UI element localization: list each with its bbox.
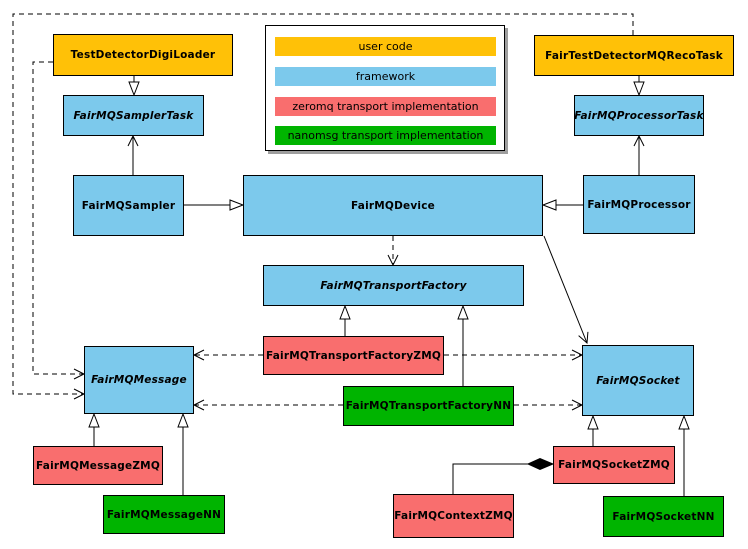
class-box-fairmqsocketnn: FairMQSocketNN bbox=[603, 496, 724, 537]
class-box-fairtestdetectormqrecotask: FairTestDetectorMQRecoTask bbox=[534, 35, 734, 76]
class-box-fairmqprocessor: FairMQProcessor bbox=[583, 175, 695, 234]
class-box-fairmqtransportfactoryzmq: FairMQTransportFactoryZMQ bbox=[263, 336, 444, 375]
class-box-fairmqsampler: FairMQSampler bbox=[73, 175, 184, 236]
class-box-fairmqcontextzmq: FairMQContextZMQ bbox=[393, 494, 514, 538]
class-box-fairmqmessagezmq: FairMQMessageZMQ bbox=[33, 446, 163, 485]
edge-recotask-message bbox=[12, 13, 634, 400]
edge-digiloader-message bbox=[32, 61, 86, 380]
legend-item-framework: framework bbox=[275, 67, 496, 86]
class-box-fairmqsocket: FairMQSocket bbox=[582, 345, 694, 416]
class-box-fairmqsamplertask: FairMQSamplerTask bbox=[63, 95, 204, 136]
legend-label: zeromq transport implementation bbox=[292, 100, 479, 113]
legend-item-zeromq: zeromq transport implementation bbox=[275, 97, 496, 116]
legend-label: framework bbox=[355, 70, 416, 83]
class-box-fairmqdevice: FairMQDevice bbox=[243, 175, 543, 236]
legend-label: user code bbox=[358, 40, 413, 53]
class-box-testdetectordigiloader: TestDetectorDigiLoader bbox=[53, 34, 233, 76]
edge-context-socketzmq bbox=[452, 463, 528, 494]
class-box-fairmqmessagenn: FairMQMessageNN bbox=[103, 495, 225, 534]
class-box-fairmqtransportfactorynn: FairMQTransportFactoryNN bbox=[343, 386, 514, 426]
legend: user code framework zeromq transport imp… bbox=[265, 25, 505, 151]
class-box-fairmqsocketzmq: FairMQSocketZMQ bbox=[553, 446, 675, 484]
legend-item-nanomsg: nanomsg transport implementation bbox=[275, 126, 496, 145]
class-box-fairmqtransportfactory: FairMQTransportFactory bbox=[263, 265, 524, 306]
edge-device-socket bbox=[543, 235, 589, 345]
class-box-fairmqprocessortask: FairMQProcessorTask bbox=[574, 95, 704, 136]
legend-label: nanomsg transport implementation bbox=[287, 129, 484, 142]
class-box-fairmqmessage: FairMQMessage bbox=[84, 346, 194, 414]
legend-item-user-code: user code bbox=[275, 37, 496, 56]
composition-diamond bbox=[526, 457, 555, 471]
